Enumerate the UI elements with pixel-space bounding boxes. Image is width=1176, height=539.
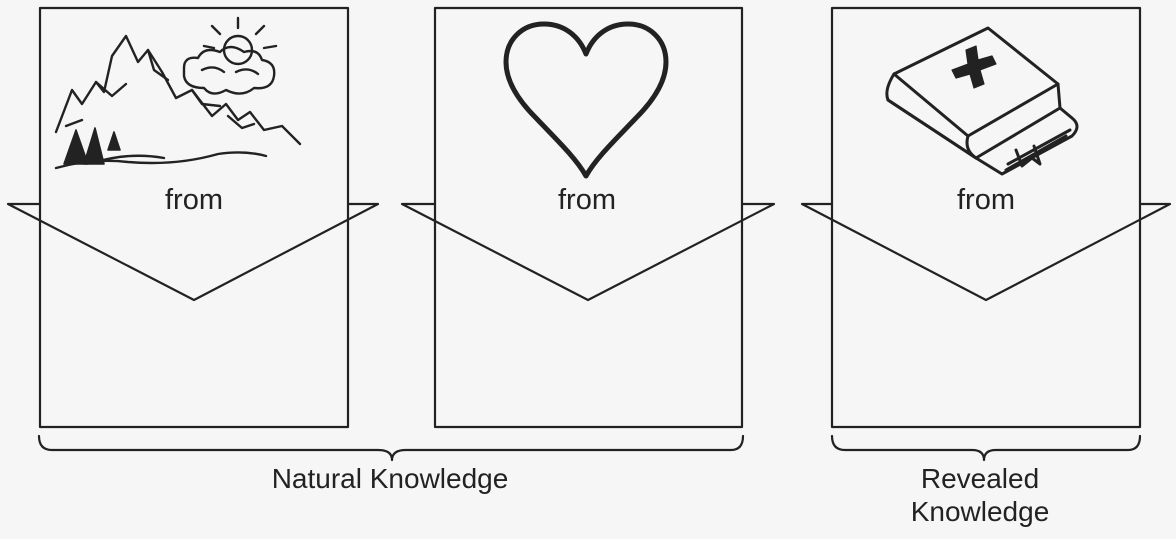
revealed-knowledge-brace [832,436,1140,460]
cross-icon [952,46,996,88]
bible-icon [887,28,1077,174]
bottom-box-3 [832,204,1140,427]
natural-knowledge-brace [39,436,743,460]
from-label-3: from [926,183,1046,217]
heart-icon [506,24,666,176]
revealed-knowledge-label: Revealed Knowledge [880,462,1080,528]
bottom-box-2 [435,204,742,427]
arrow-box-3 [802,8,1170,300]
bottom-box-1 [40,204,348,427]
revealed-label-line-2: Knowledge [880,495,1080,528]
from-label-2: from [527,183,647,217]
panel-3 [802,8,1170,427]
arrow-box-1 [8,8,378,300]
panel-1 [8,8,378,427]
natural-knowledge-label: Natural Knowledge [190,462,590,495]
from-label-1: from [134,183,254,217]
panel-2 [402,8,774,427]
revealed-label-line-1: Revealed [880,462,1080,495]
